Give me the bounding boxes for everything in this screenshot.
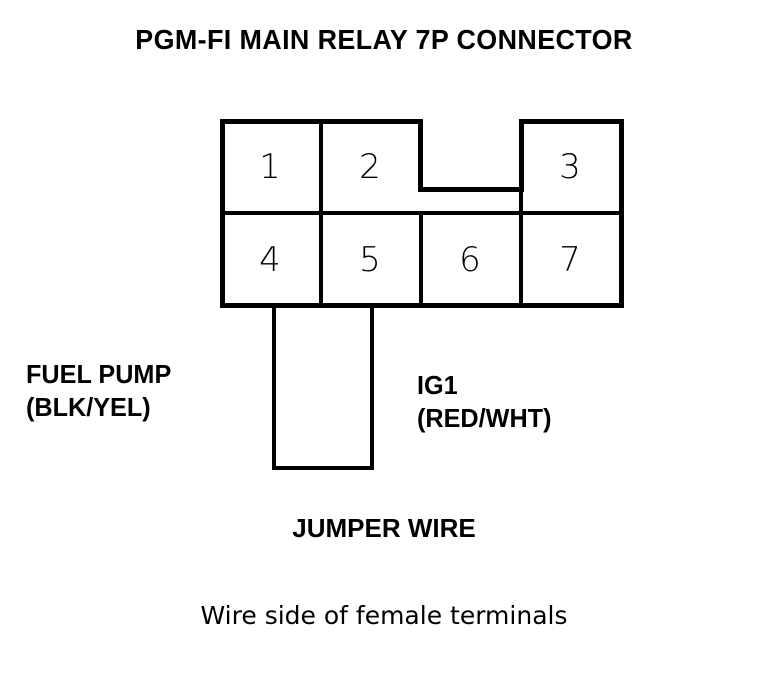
connector-divider-col-2 bbox=[419, 211, 423, 308]
jumper-wire-left-edge bbox=[272, 308, 276, 470]
jumper-wire-right-edge bbox=[370, 308, 374, 470]
jumper-wire-caption: JUMPER WIRE bbox=[292, 513, 476, 543]
page-title: PGM-FI MAIN RELAY 7P CONNECTOR bbox=[135, 24, 633, 55]
connector-top-edge-right bbox=[521, 119, 624, 124]
connector-divider-col-3 bbox=[519, 192, 523, 308]
terminal-number-4: 4 bbox=[259, 240, 281, 280]
terminal-number-7: 7 bbox=[559, 240, 581, 280]
fuel-pump-wire-label: FUEL PUMP (BLK/YEL) bbox=[26, 358, 171, 425]
ig1-wire-label: IG1 (RED/WHT) bbox=[417, 369, 551, 436]
connector-notch-right-wall bbox=[519, 119, 524, 192]
connector-body: 1 2 3 4 5 6 7 bbox=[220, 119, 624, 308]
terminal-number-2: 2 bbox=[359, 147, 381, 187]
connector-notch-left-wall bbox=[418, 119, 423, 192]
jumper-wire-bottom-edge bbox=[272, 466, 374, 470]
diagram-note: Wire side of female terminals bbox=[200, 601, 568, 630]
terminal-number-3: 3 bbox=[559, 147, 581, 187]
connector-notch-floor bbox=[418, 187, 524, 192]
fuel-pump-name: FUEL PUMP bbox=[26, 359, 172, 389]
terminal-number-6: 6 bbox=[459, 240, 481, 280]
jumper-wire-shape bbox=[272, 308, 374, 470]
terminal-number-5: 5 bbox=[359, 240, 381, 280]
terminal-number-1: 1 bbox=[259, 147, 281, 187]
ig1-color-code: (RED/WHT) bbox=[417, 403, 552, 434]
ig1-name: IG1 bbox=[417, 370, 458, 400]
fuel-pump-color-code: (BLK/YEL) bbox=[26, 392, 151, 423]
connector-divider-col-1 bbox=[319, 119, 323, 308]
